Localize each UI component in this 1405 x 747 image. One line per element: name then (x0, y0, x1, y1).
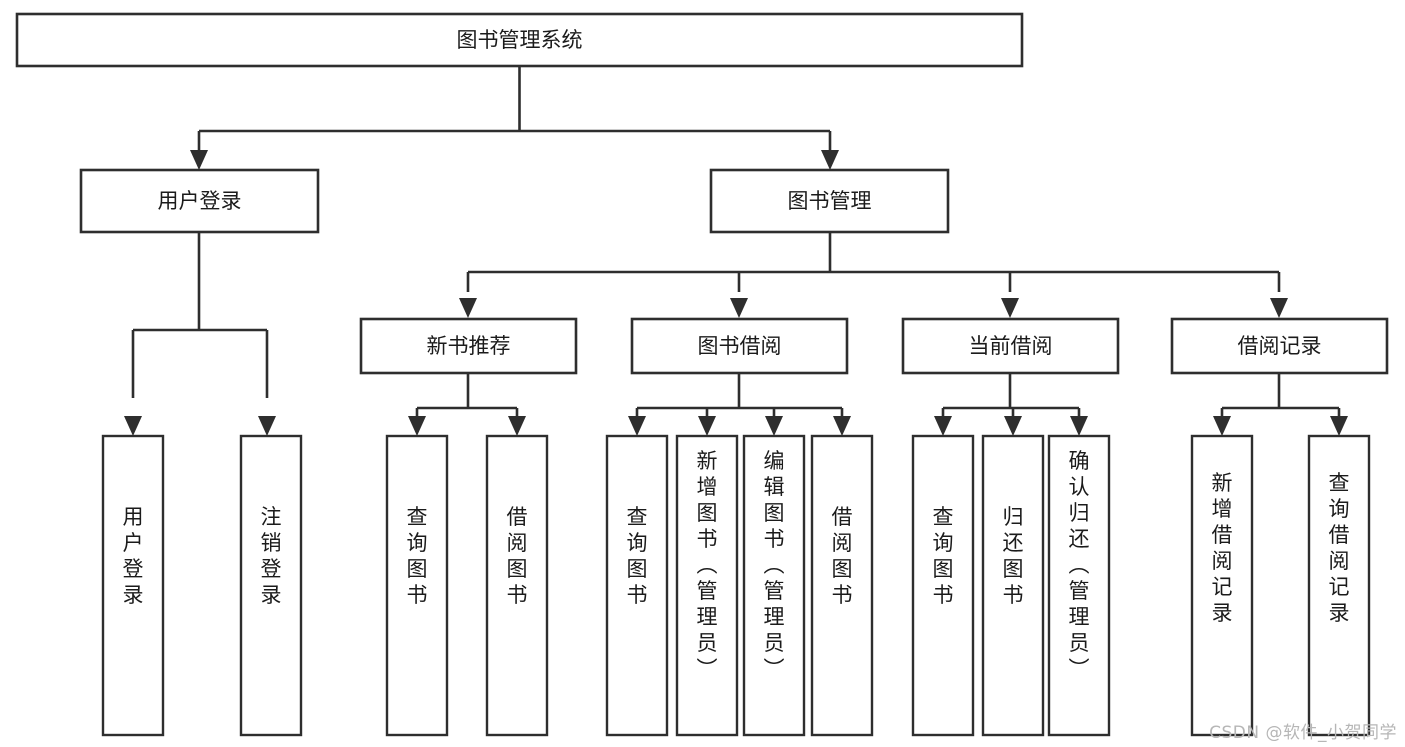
node-leaf-user-login[interactable]: 用户登录 (101, 434, 165, 737)
arrowhead-book-borrow (730, 298, 748, 318)
node-leaf-query-record-label: 查询借阅记录 (1329, 471, 1350, 625)
node-book-borrow[interactable]: 图书借阅 (630, 317, 849, 375)
node-leaf-add-record-box[interactable] (1190, 434, 1254, 737)
arrowhead-borrow-record (1270, 298, 1288, 318)
node-leaf-borrow-book-2[interactable]: 借阅图书 (810, 434, 874, 737)
node-leaf-query-book-1-label: 查询图书 (407, 505, 428, 607)
node-leaf-confirm-return-box[interactable] (1047, 434, 1111, 737)
arrowhead-leaf-query-record (1330, 416, 1348, 436)
arrowhead-leaf-user-login (124, 416, 142, 436)
node-leaf-query-book-1-box[interactable] (385, 434, 449, 737)
node-current-borrow-box[interactable] (901, 317, 1120, 375)
node-book-borrow-box[interactable] (630, 317, 849, 375)
node-borrow-record[interactable]: 借阅记录 (1170, 317, 1389, 375)
node-leaf-query-book-3-label: 查询图书 (933, 505, 954, 607)
node-leaf-return-book-box[interactable] (981, 434, 1045, 737)
arrowhead-user-login (190, 150, 208, 170)
node-leaf-add-record[interactable]: 新增借阅记录 (1190, 434, 1254, 737)
csdn-watermark: CSDN @软件_小贺同学 (1209, 723, 1397, 743)
node-new-book-recommend-label: 新书推荐 (427, 334, 511, 358)
node-root-label: 图书管理系统 (457, 28, 583, 52)
node-leaf-query-book-3-box[interactable] (911, 434, 975, 737)
arrowhead-leaf-borrow-book-2 (833, 416, 851, 436)
arrowhead-leaf-query-book-2 (628, 416, 646, 436)
node-book-management-box[interactable] (709, 168, 950, 234)
node-current-borrow[interactable]: 当前借阅 (901, 317, 1120, 375)
node-leaf-user-logout-box[interactable] (239, 434, 303, 737)
node-leaf-borrow-book-1-box[interactable] (485, 434, 549, 737)
node-leaf-add-book[interactable]: 新增图书︵管理员︶ (675, 434, 739, 737)
node-book-borrow-label: 图书借阅 (698, 334, 782, 358)
arrowhead-leaf-add-record (1213, 416, 1231, 436)
arrowhead-leaf-query-book-1 (408, 416, 426, 436)
node-leaf-borrow-book-1-label: 借阅图书 (507, 505, 528, 607)
node-leaf-add-record-label: 新增借阅记录 (1212, 471, 1233, 625)
node-leaf-user-logout-label: 注销登录 (261, 505, 282, 607)
node-book-management[interactable]: 图书管理 (709, 168, 950, 234)
node-leaf-borrow-book-1[interactable]: 借阅图书 (485, 434, 549, 737)
node-leaf-return-book-label: 归还图书 (1003, 505, 1024, 607)
node-book-management-label: 图书管理 (788, 189, 872, 213)
node-new-book-recommend-box[interactable] (359, 317, 578, 375)
node-leaf-borrow-book-2-label: 借阅图书 (832, 505, 853, 607)
arrowhead-leaf-return-book (1004, 416, 1022, 436)
node-leaf-query-book-3[interactable]: 查询图书 (911, 434, 975, 737)
arrowhead-leaf-confirm-return (1070, 416, 1088, 436)
node-leaf-query-book-2-label: 查询图书 (627, 505, 648, 607)
arrowhead-current-borrow (1001, 298, 1019, 318)
node-leaf-return-book[interactable]: 归还图书 (981, 434, 1045, 737)
node-leaf-user-logout[interactable]: 注销登录 (239, 434, 303, 737)
node-borrow-record-label: 借阅记录 (1238, 334, 1322, 358)
node-leaf-edit-book-label: 编辑图书︵管理员︶ (764, 449, 785, 681)
node-leaf-query-book-1[interactable]: 查询图书 (385, 434, 449, 737)
arrowhead-leaf-borrow-book-1 (508, 416, 526, 436)
arrowhead-leaf-query-book-3 (934, 416, 952, 436)
node-leaf-confirm-return-label: 确认归还︵管理员︶ (1069, 449, 1090, 681)
node-leaf-edit-book-box[interactable] (742, 434, 806, 737)
edges-layer (124, 66, 1348, 436)
node-leaf-query-record-box[interactable] (1307, 434, 1371, 737)
arrowhead-book-management (821, 150, 839, 170)
node-leaf-user-login-box[interactable] (101, 434, 165, 737)
arrowhead-leaf-add-book (698, 416, 716, 436)
node-leaf-add-book-label: 新增图书︵管理员︶ (697, 449, 718, 681)
node-leaf-query-record[interactable]: 查询借阅记录 (1307, 434, 1371, 737)
node-leaf-edit-book[interactable]: 编辑图书︵管理员︶ (742, 434, 806, 737)
node-leaf-query-book-2[interactable]: 查询图书 (605, 434, 669, 737)
arrowhead-leaf-user-logout (258, 416, 276, 436)
node-leaf-borrow-book-2-box[interactable] (810, 434, 874, 737)
node-root[interactable]: 图书管理系统 (15, 12, 1024, 68)
node-borrow-record-box[interactable] (1170, 317, 1389, 375)
node-leaf-query-book-2-box[interactable] (605, 434, 669, 737)
node-leaf-confirm-return[interactable]: 确认归还︵管理员︶ (1047, 434, 1111, 737)
node-leaf-add-book-box[interactable] (675, 434, 739, 737)
node-new-book-recommend[interactable]: 新书推荐 (359, 317, 578, 375)
node-current-borrow-label: 当前借阅 (969, 334, 1053, 358)
node-leaf-user-login-label: 用户登录 (123, 505, 144, 607)
arrowhead-leaf-edit-book (765, 416, 783, 436)
node-root-box[interactable] (15, 12, 1024, 68)
node-user-login-box[interactable] (79, 168, 320, 234)
node-user-login[interactable]: 用户登录 (79, 168, 320, 234)
arrowhead-new-book-recommend (459, 298, 477, 318)
node-user-login-label: 用户登录 (158, 189, 242, 213)
